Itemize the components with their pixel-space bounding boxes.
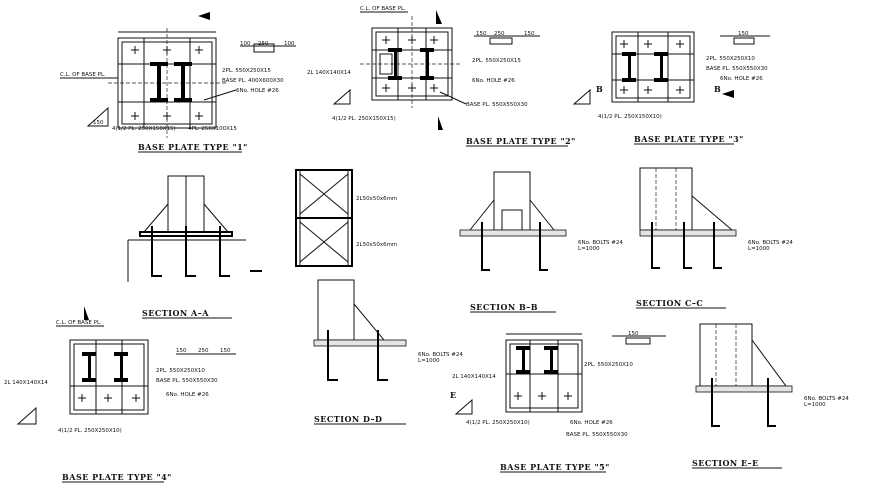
section-cc-title: SECTION C–C — [636, 298, 703, 308]
svg-text:B: B — [714, 84, 721, 94]
bracing-elevation: 2L50x50x6mm 2L50x50x6mm — [295, 169, 397, 267]
svg-text:150: 150 — [93, 120, 104, 126]
svg-text:L=1000: L=1000 — [748, 246, 770, 252]
svg-text:4(1/2 PL. 250X150X10): 4(1/2 PL. 250X150X10) — [598, 114, 662, 120]
bp2-title: BASE PLATE TYPE "2" — [466, 136, 576, 146]
svg-text:2L50x50x6mm: 2L50x50x6mm — [356, 242, 397, 248]
svg-text:100: 100 — [240, 41, 251, 47]
section-c-c: 6No. BOLTS #24 L=1000 SECTION C–C — [636, 167, 793, 309]
svg-text:BASE PL. 550X550X30: BASE PL. 550X550X30 — [706, 66, 768, 72]
svg-text:L=1000: L=1000 — [804, 402, 826, 408]
svg-text:2L 140X140X14: 2L 140X140X14 — [4, 380, 48, 386]
bp4-title: BASE PLATE TYPE "4" — [62, 472, 172, 482]
bp1-4pl-label: 4PL. 250X100X15 — [188, 126, 237, 132]
svg-text:6No. BOLTS #24: 6No. BOLTS #24 — [418, 352, 463, 358]
svg-text:150: 150 — [476, 31, 487, 37]
bp5-title: BASE PLATE TYPE "5" — [500, 462, 610, 472]
bp1-title: BASE PLATE TYPE "1" — [138, 142, 248, 152]
bp1-basepl-label: BASE PL. 400X600X30 — [222, 78, 284, 84]
section-dd-title: SECTION D–D — [314, 414, 382, 424]
svg-text:250: 250 — [258, 41, 269, 47]
svg-text:250: 250 — [494, 31, 505, 37]
svg-text:150: 150 — [176, 348, 187, 354]
svg-text:L=1000: L=1000 — [418, 358, 440, 364]
svg-text:6No. BOLTS #24: 6No. BOLTS #24 — [804, 396, 849, 402]
svg-text:L=1000: L=1000 — [578, 246, 600, 252]
svg-text:250: 250 — [198, 348, 209, 354]
svg-text:100: 100 — [284, 41, 295, 47]
svg-text:150: 150 — [524, 31, 535, 37]
svg-text:6No. HOLE #26: 6No. HOLE #26 — [166, 392, 209, 398]
bp3-title: BASE PLATE TYPE "3" — [634, 134, 744, 144]
section-d-d: 6No. BOLTS #24 L=1000 SECTION D–D — [313, 279, 463, 425]
svg-text:6No. BOLTS #24: 6No. BOLTS #24 — [748, 240, 793, 246]
svg-text:6No. HOLE #26: 6No. HOLE #26 — [720, 76, 763, 82]
svg-text:2L50x50x6mm: 2L50x50x6mm — [356, 196, 397, 202]
base-plate-type-1: C.L. OF BASE PL. 2PL. 550X250X15 BASE PL… — [60, 12, 296, 153]
svg-text:BASE PL. 550X550X30: BASE PL. 550X550X30 — [566, 432, 628, 438]
svg-text:150: 150 — [738, 31, 749, 37]
section-e-e: 6No. BOLTS #24 L=1000 SECTION E–E — [692, 323, 849, 469]
section-bb-title: SECTION B–B — [470, 302, 538, 312]
svg-text:2PL. 550X250X10: 2PL. 550X250X10 — [584, 362, 633, 368]
base-plate-type-4: C.L. OF BASE PL. 2L 140X140X14 2PL. 550X… — [4, 306, 236, 483]
svg-text:4(1/2 PL. 250X250X10): 4(1/2 PL. 250X250X10) — [466, 420, 530, 426]
svg-text:C.L. OF BASE PL.: C.L. OF BASE PL. — [360, 6, 406, 12]
svg-text:2L 140X140X14: 2L 140X140X14 — [452, 374, 496, 380]
base-plate-type-2: C.L. OF BASE PL. 2L 140X140X14 2PL. 550X… — [307, 6, 576, 147]
svg-text:6No. HOLE #26: 6No. HOLE #26 — [472, 78, 515, 84]
bp1-2pl-label: 2PL. 550X250X15 — [222, 68, 271, 74]
svg-text:C.L. OF BASE PL.: C.L. OF BASE PL. — [56, 320, 102, 326]
svg-text:6No. HOLE #26: 6No. HOLE #26 — [570, 420, 613, 426]
bp1-half-label: 4(1/2 PL. 250X150X15) — [112, 126, 176, 132]
section-ee-title: SECTION E–E — [692, 458, 759, 468]
bp2-2l-label: 2L 140X140X14 — [307, 70, 351, 76]
bp1-hole-label: 6No. HOLE #26 — [236, 88, 279, 94]
svg-text:2PL. 550X250X10: 2PL. 550X250X10 — [156, 368, 205, 374]
svg-text:6No. BOLTS #24: 6No. BOLTS #24 — [578, 240, 623, 246]
svg-text:BASE PL. 550X550X30: BASE PL. 550X550X30 — [466, 102, 528, 108]
svg-text:2PL. 550X250X15: 2PL. 550X250X15 — [472, 58, 521, 64]
svg-text:150: 150 — [220, 348, 231, 354]
section-b-b: 6No. BOLTS #24 L=1000 SECTION B–B — [459, 171, 623, 313]
svg-text:4(1/2 PL. 250X150X15): 4(1/2 PL. 250X150X15) — [332, 116, 396, 122]
svg-text:150: 150 — [628, 331, 639, 337]
svg-text:B: B — [596, 84, 603, 94]
svg-text:E: E — [450, 390, 457, 400]
base-plate-type-5: 2L 140X140X14 2PL. 550X250X10 6No. HOLE … — [450, 331, 666, 473]
svg-text:BASE PL. 550X550X30: BASE PL. 550X550X30 — [156, 378, 218, 384]
section-aa-title: SECTION A–A — [142, 308, 209, 318]
base-plate-type-3: 2PL. 550X250X10 BASE PL. 550X550X30 6No.… — [572, 31, 770, 145]
svg-text:2PL. 550X250X10: 2PL. 550X250X10 — [706, 56, 755, 62]
section-a-a: SECTION A–A — [127, 175, 262, 319]
svg-text:4(1/2 PL. 250X250X10): 4(1/2 PL. 250X250X10) — [58, 428, 122, 434]
bp1-cl-label: C.L. OF BASE PL. — [60, 72, 106, 78]
